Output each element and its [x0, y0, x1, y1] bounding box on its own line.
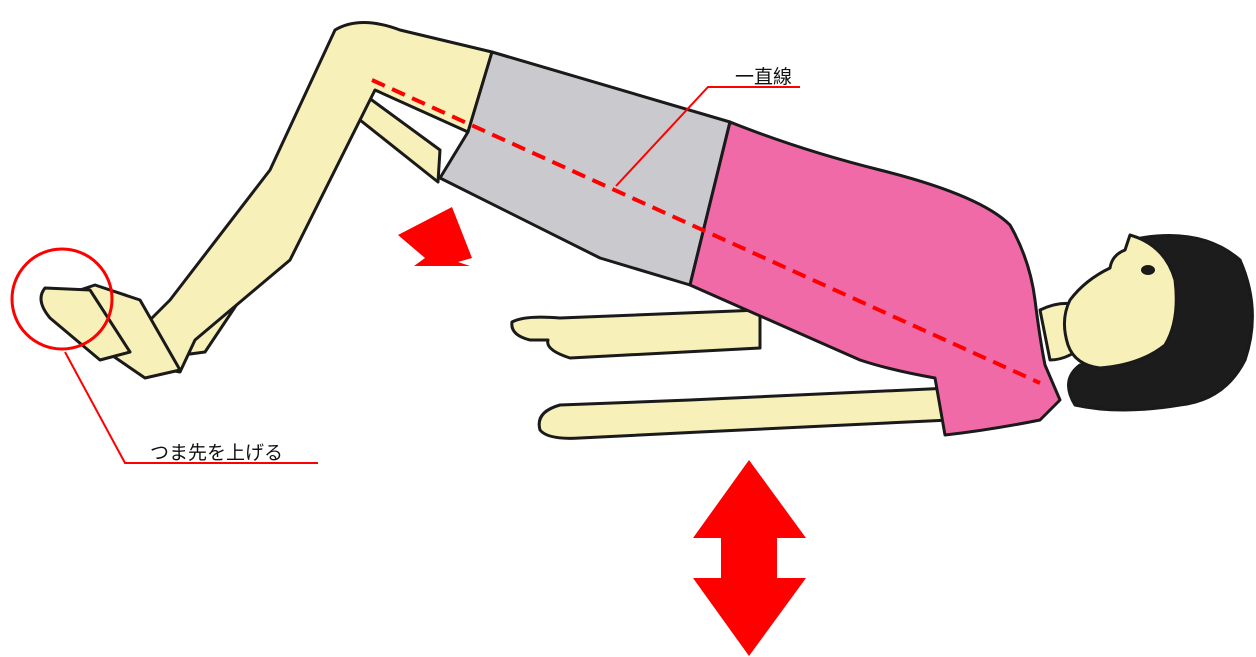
eye — [1141, 265, 1155, 275]
upper-arm — [512, 310, 760, 358]
front-leg — [140, 23, 492, 373]
straight-line-label: 一直線 — [735, 62, 792, 89]
face — [1064, 235, 1176, 368]
up-down-arrow-icon — [693, 460, 806, 656]
shorts — [440, 52, 730, 285]
shirt — [690, 122, 1060, 435]
toes-label: つま先を上げる — [150, 438, 283, 465]
lift-up-arrow-icon — [398, 207, 472, 266]
lower-arm — [539, 388, 950, 438]
person-figure — [41, 23, 1252, 439]
